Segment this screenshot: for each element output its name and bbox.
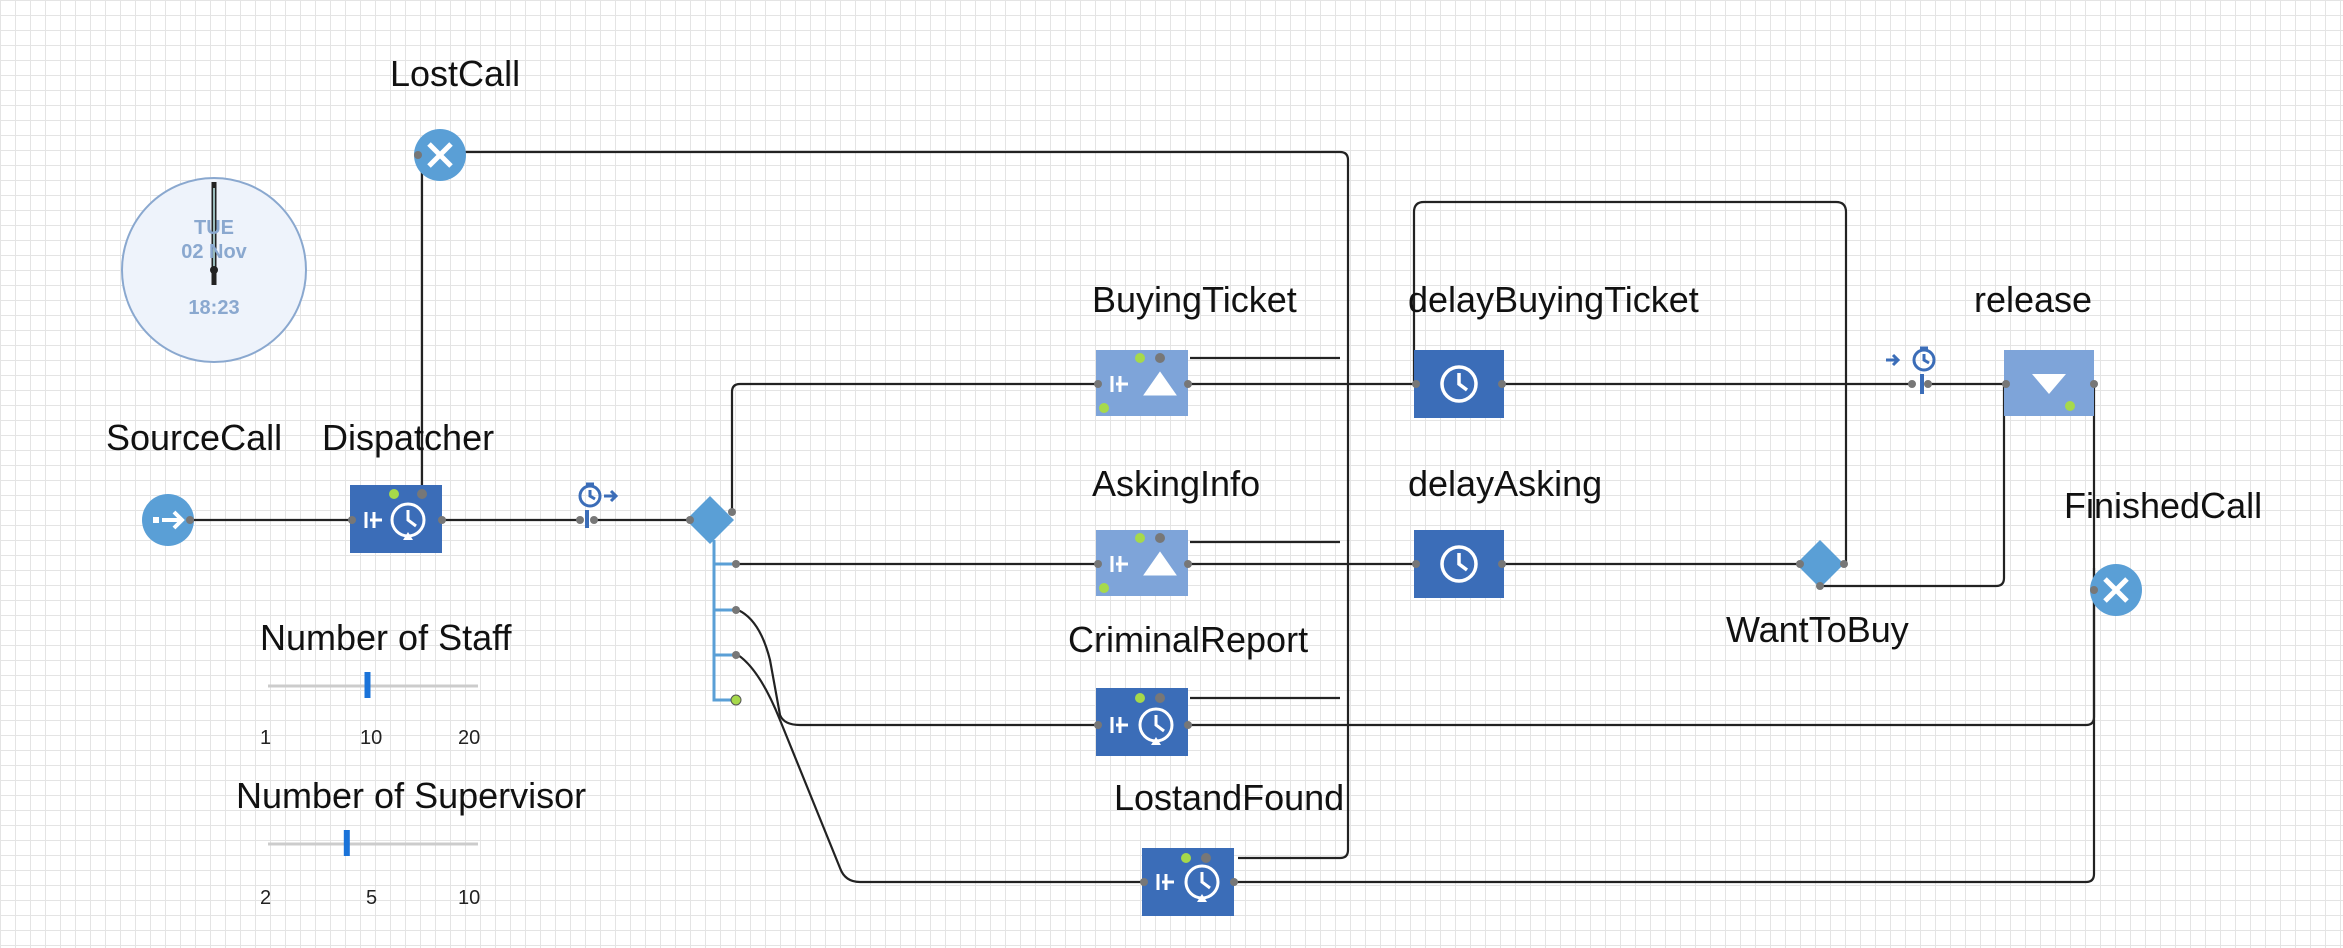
delay-buying-ticket-label: delayBuyingTicket	[1408, 279, 1699, 320]
delay-icon	[1440, 545, 1478, 583]
slider-staff-min: 1	[260, 727, 272, 749]
slider-staff-value: 10	[360, 727, 383, 749]
want-to-buy-block[interactable]	[1796, 540, 1848, 590]
time-measure-end-icon	[1886, 346, 1936, 394]
connector-select-buying	[730, 382, 1096, 510]
slider-supervisor-label: Number of Supervisor	[236, 775, 587, 816]
want-to-buy-label: WantToBuy	[1726, 609, 1909, 650]
connector-criminal-finished	[1188, 568, 2096, 727]
lost-and-found-block[interactable]	[1140, 848, 1238, 916]
release-label: release	[1974, 279, 2093, 320]
time-measure-start-block[interactable]	[576, 482, 619, 528]
slider-thumb[interactable]	[343, 830, 350, 856]
slider-supervisor-max: 10	[458, 887, 481, 909]
lost-call-block[interactable]	[414, 129, 466, 181]
clock-date: 02 Nov	[181, 241, 247, 263]
delay-icon	[1440, 365, 1478, 403]
slider-staff[interactable]	[268, 672, 478, 698]
dispatcher-block[interactable]	[348, 485, 446, 553]
asking-info-block[interactable]	[1094, 530, 1192, 596]
lost-and-found-label: LostandFound	[1114, 777, 1345, 818]
connector-wanttobuy-release	[1820, 384, 2006, 588]
service-icon	[1156, 864, 1220, 902]
connector-select-lostfound	[737, 654, 1142, 884]
time-measure-start-icon	[578, 482, 619, 528]
delay-buying-ticket-block[interactable]	[1412, 350, 1506, 418]
seize-icon	[1110, 551, 1177, 576]
delay-asking-label: delayAsking	[1408, 463, 1603, 504]
finished-call-block[interactable]	[2090, 564, 2142, 616]
connector-lostfound-finished	[1234, 568, 2096, 884]
dispatcher-label: Dispatcher	[322, 417, 495, 458]
slider-supervisor-min: 2	[260, 887, 272, 909]
connector-timeout-bus	[430, 150, 1350, 860]
release-block[interactable]	[2002, 350, 2098, 416]
service-icon	[1110, 707, 1174, 745]
sink-icon	[427, 142, 453, 168]
slider-supervisor-value: 5	[366, 887, 378, 909]
release-icon	[2032, 374, 2066, 394]
model-clock	[121, 177, 307, 363]
connector-select-criminal	[737, 608, 1096, 727]
clock-day: TUE	[194, 217, 234, 239]
buying-ticket-label: BuyingTicket	[1092, 279, 1297, 320]
connector-wanttobuy-loop	[1412, 200, 1848, 564]
criminal-report-label: CriminalReport	[1068, 619, 1309, 660]
time-measure-end-block[interactable]	[1886, 346, 1936, 394]
lost-call-label: LostCall	[390, 53, 521, 94]
select-output5-block[interactable]	[686, 496, 736, 544]
clock-time: 18:23	[188, 297, 240, 319]
delay-asking-block[interactable]	[1412, 530, 1506, 598]
finished-call-label: FinishedCall	[2064, 485, 2263, 526]
criminal-report-block[interactable]	[1094, 688, 1192, 756]
seize-icon	[1110, 371, 1177, 396]
source-call-block[interactable]	[142, 494, 194, 546]
asking-info-label: AskingInfo	[1092, 463, 1261, 504]
sink-icon	[2103, 577, 2129, 603]
connectors	[188, 150, 2096, 884]
service-icon	[364, 502, 426, 540]
slider-staff-label: Number of Staff	[260, 617, 512, 658]
slider-thumb[interactable]	[364, 672, 371, 698]
buying-ticket-block[interactable]	[1094, 350, 1192, 416]
source-icon	[153, 510, 185, 530]
source-call-label: SourceCall	[106, 417, 283, 458]
slider-supervisor[interactable]	[268, 830, 478, 856]
slider-staff-max: 20	[458, 727, 481, 749]
